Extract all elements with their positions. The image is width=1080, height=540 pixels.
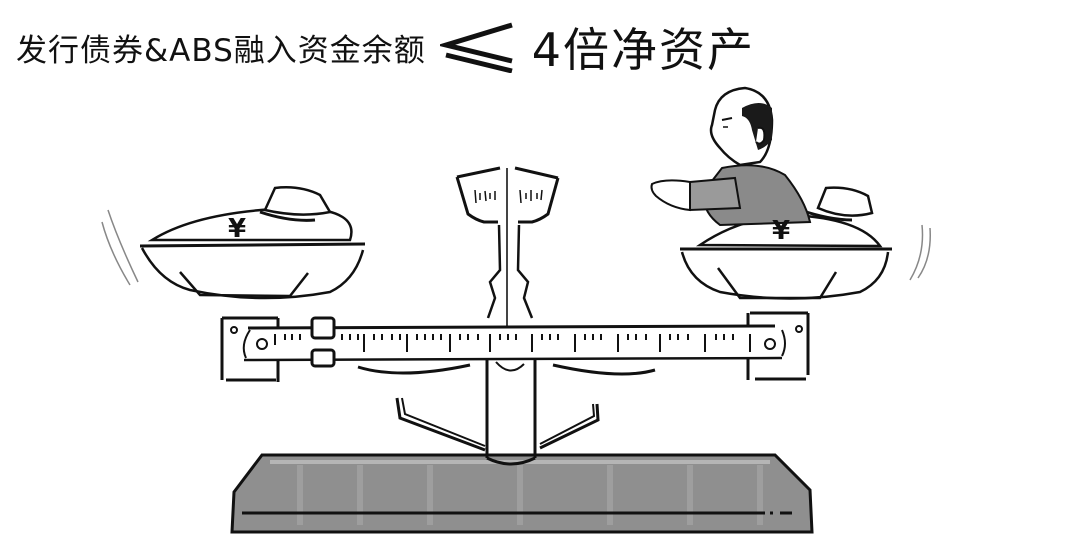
scale-pointer xyxy=(455,166,560,330)
less-than-or-equal-icon xyxy=(439,22,513,73)
headline-right-text: 4倍净资产 xyxy=(531,23,756,77)
right-pan xyxy=(680,186,931,300)
right-post xyxy=(746,311,810,381)
scale-column xyxy=(395,358,600,466)
yen-icon-right: ¥ xyxy=(772,216,791,246)
left-pan xyxy=(101,186,366,300)
beam-arms xyxy=(357,363,656,376)
yen-icon-left: ¥ xyxy=(228,214,247,244)
scale-base xyxy=(230,453,814,534)
man-figure xyxy=(650,86,812,227)
headline: 发行债券&ABS融入资金余额 4倍净资产 xyxy=(16,12,755,82)
graduated-ruler-beam xyxy=(242,316,786,368)
headline-left-text: 发行债券&ABS融入资金余额 xyxy=(16,32,426,69)
